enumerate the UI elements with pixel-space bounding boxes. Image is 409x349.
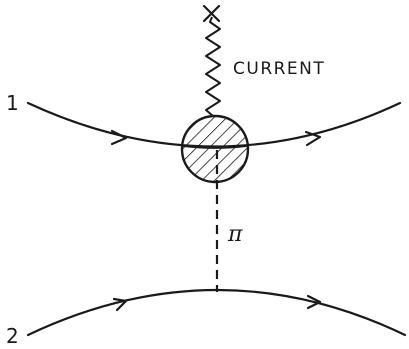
- particle-2-label: 2: [6, 324, 19, 348]
- current-wavy-line: [205, 16, 221, 117]
- particle-1-arrow-in: [110, 129, 128, 146]
- pion-label: π: [227, 222, 243, 247]
- vertex-split-line: [182, 145, 248, 149]
- current-label: CURRENT: [233, 59, 325, 79]
- particle-1-arrow-out: [304, 130, 322, 147]
- interaction-vertex-blob: [180, 114, 250, 184]
- particle-2-line: [26, 289, 407, 337]
- particle-1-label: 1: [6, 91, 19, 115]
- particle-2-arrow-in: [112, 297, 128, 312]
- current-source-x-icon: [202, 4, 221, 23]
- particle-2-arrow-out: [306, 294, 322, 310]
